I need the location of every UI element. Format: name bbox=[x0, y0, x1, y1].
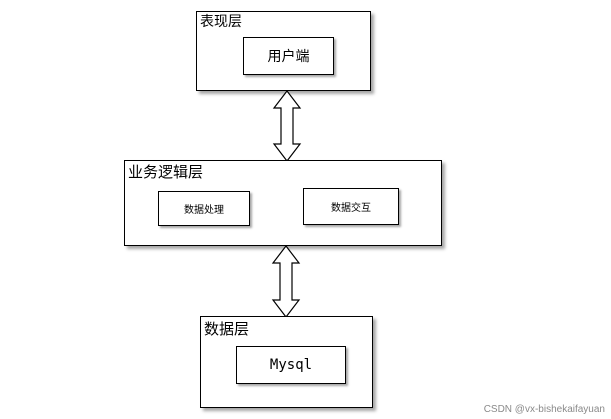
client-box: 用户端 bbox=[243, 37, 334, 75]
mysql-box: Mysql bbox=[236, 346, 346, 384]
business-logic-layer: 业务逻辑层 数据处理 数据交互 bbox=[124, 160, 442, 246]
data-layer-title: 数据层 bbox=[204, 320, 250, 338]
watermark: CSDN @vx-bishekaifayuan bbox=[483, 404, 605, 415]
presentation-layer-title: 表现层 bbox=[200, 14, 242, 30]
data-layer: 数据层 Mysql bbox=[200, 316, 373, 408]
data-processing-box: 数据处理 bbox=[158, 191, 250, 226]
double-arrow-top bbox=[272, 90, 302, 162]
data-exchange-box: 数据交互 bbox=[303, 188, 399, 225]
presentation-layer: 表现层 用户端 bbox=[196, 11, 371, 91]
double-arrow-bottom bbox=[271, 245, 301, 318]
business-logic-layer-title: 业务逻辑层 bbox=[128, 163, 204, 181]
